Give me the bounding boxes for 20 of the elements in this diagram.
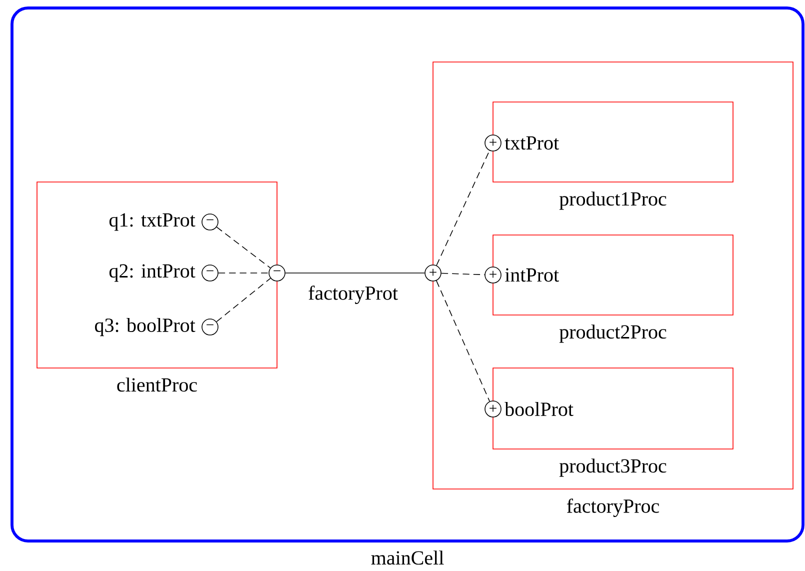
- node-label: product3Proc: [559, 458, 666, 477]
- port-label: txtProt: [504, 136, 559, 150]
- connector-line: [436, 280, 490, 402]
- port-label: boolProt: [504, 402, 574, 416]
- connector-line: [285, 272, 425, 274]
- port-label: q2: intProt: [109, 264, 196, 282]
- node-label: product2Proc: [559, 324, 666, 343]
- node-label: mainCell: [371, 550, 444, 565]
- connector-line: [218, 272, 269, 274]
- port-label: q3: boolProt: [95, 318, 196, 336]
- connector-line: [441, 272, 486, 276]
- connector-line: [436, 150, 490, 266]
- node-label: factoryProc: [566, 498, 660, 517]
- node-label: clientProc: [117, 378, 197, 392]
- port-label: factoryProt: [308, 286, 398, 304]
- port-label: intProt: [505, 268, 559, 282]
- connector-line: [216, 226, 271, 268]
- node-label: product1Proc: [559, 192, 666, 210]
- port-label: q1: txtProt: [109, 213, 196, 231]
- connector-line: [216, 278, 271, 322]
